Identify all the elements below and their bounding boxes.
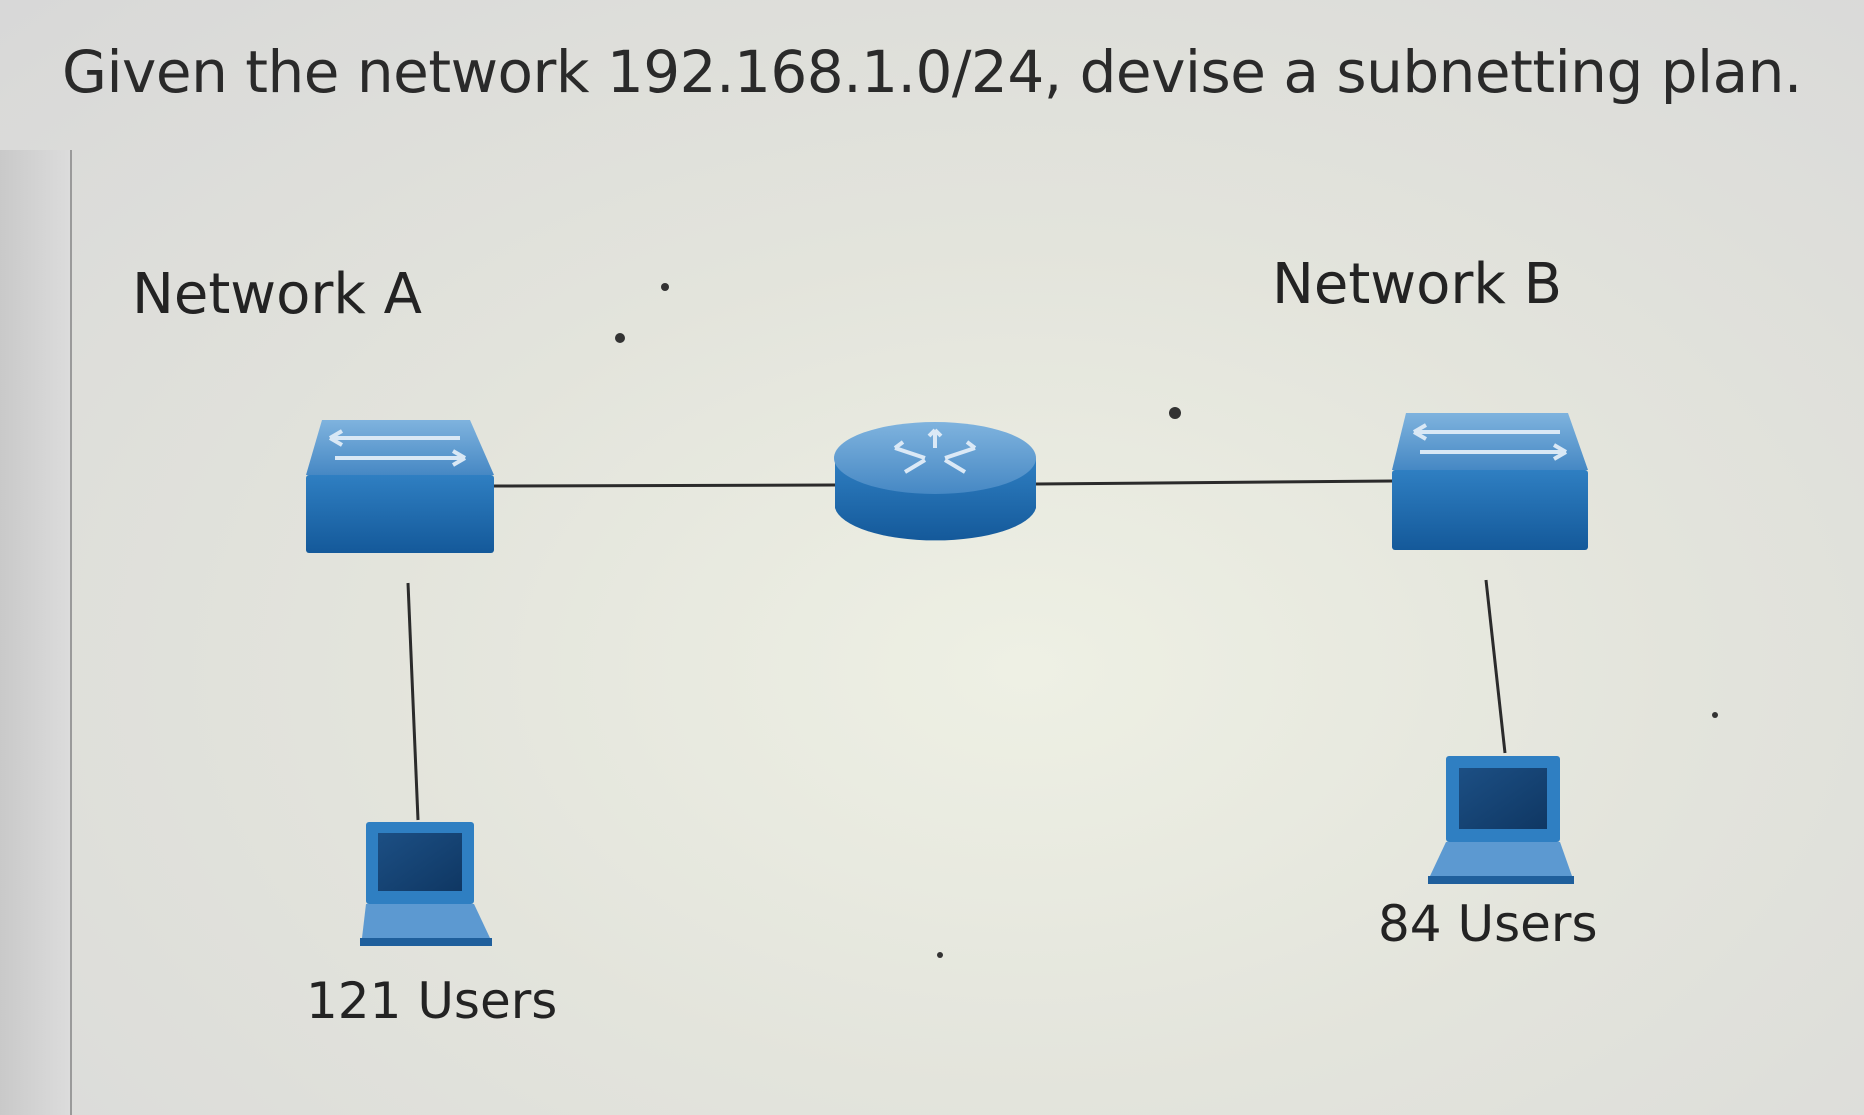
specks: [615, 283, 1718, 958]
network-b-label: Network B: [1272, 252, 1563, 317]
network-a-users: 121 Users: [306, 972, 558, 1030]
link-switch-b-laptop-b: [1484, 579, 1507, 754]
link-switch-a-laptop-a: [406, 582, 420, 821]
switch-b-icon: [1392, 413, 1588, 550]
switch-a-icon: [306, 420, 494, 553]
link-switch-a-router: [493, 483, 836, 488]
laptop-b-icon: [1428, 756, 1574, 884]
network-b-users: 84 Users: [1378, 895, 1598, 953]
laptop-a-icon: [360, 822, 492, 946]
question-text: Given the network 192.168.1.0/24, devise…: [62, 38, 1802, 106]
link-router-switch-b: [1035, 479, 1394, 486]
router-icon: [834, 422, 1036, 541]
page-edge: [0, 150, 72, 1115]
network-a-label: Network A: [132, 262, 422, 327]
